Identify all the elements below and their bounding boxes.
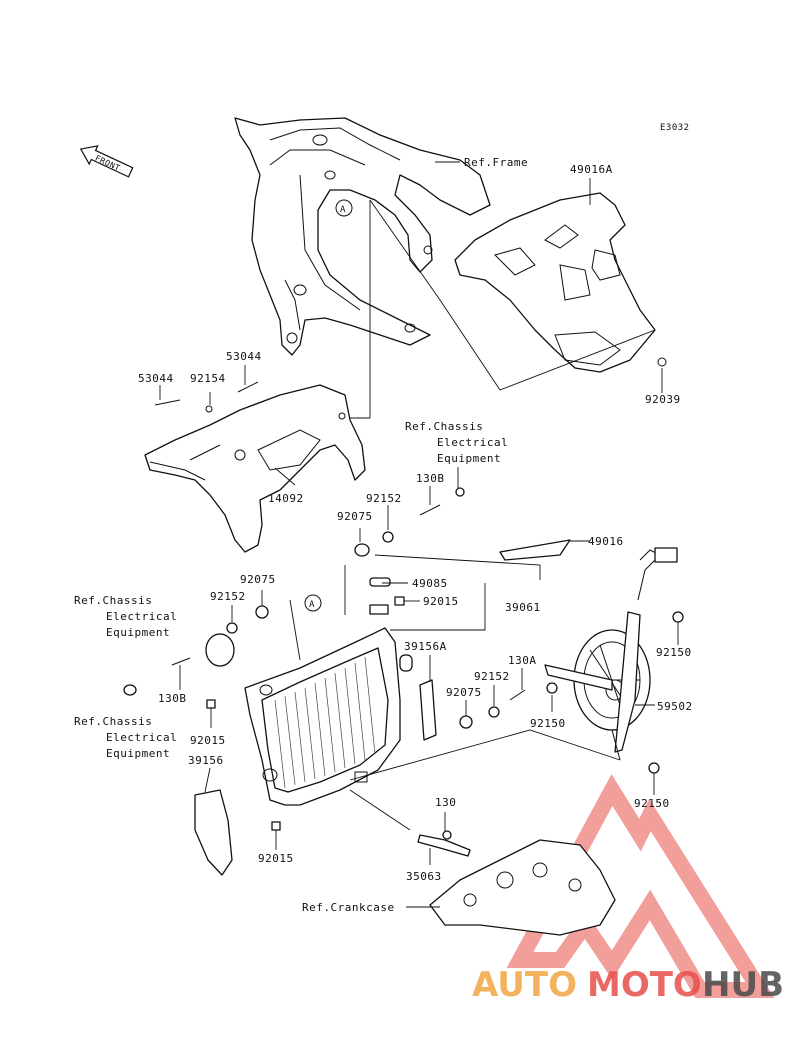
label-130: 130 [435,796,456,809]
label-92075-mid: 92075 [240,573,276,586]
label-92152-right: 92152 [474,670,510,683]
label-39156: 39156 [188,754,224,767]
label-ref-chassis-low-3: Equipment [106,747,170,760]
label-92152-mid: 92152 [210,590,246,603]
svg-text:A: A [340,205,346,215]
label-ref-chassis-mid-3: Equipment [106,626,170,639]
label-ref-chassis-mid-1: Ref.Chassis [74,594,152,607]
label-92039: 92039 [645,393,681,406]
label-ref-chassis-low-2: Electrical [106,731,177,744]
watermark-text: AUTO MOTO HUB [472,965,784,1005]
label-35063: 35063 [406,870,442,883]
label-49085: 49085 [412,577,448,590]
label-14092: 14092 [268,492,304,505]
radiator-part [244,627,401,806]
label-ref-crankcase: Ref.Crankcase [302,901,395,914]
label-92152-top: 92152 [366,492,402,505]
label-49016: 49016 [588,535,624,548]
label-130B-top: 130B [416,472,445,485]
label-92075-top: 92075 [337,510,373,523]
label-92075-right: 92075 [446,686,482,699]
front-arrow-icon: FRONT [79,145,134,178]
cover-49016A-part [454,192,667,373]
leader-lines [159,161,679,908]
label-ref-chassis-top-3: Equipment [437,452,501,465]
label-53044-left: 53044 [138,372,174,385]
label-92150-a: 92150 [656,646,692,659]
small-hardware [123,487,684,876]
watermark-hub: HUB [702,965,784,1005]
fan-59502-part [544,547,678,761]
label-92015-top: 92015 [423,595,459,608]
diagram-code: E3032 [660,123,690,133]
label-39156A: 39156A [404,640,447,653]
label-130A: 130A [508,654,537,667]
label-130B-mid: 130B [158,692,187,705]
label-92150-b: 92150 [530,717,566,730]
label-92015-low: 92015 [258,852,294,865]
label-49016A: 49016A [570,163,613,176]
watermark-logo [506,774,775,998]
svg-text:A: A [309,600,315,610]
label-ref-frame: Ref.Frame [464,156,528,169]
label-92015-mid: 92015 [190,734,226,747]
label-ref-chassis-low-1: Ref.Chassis [74,715,152,728]
label-39061: 39061 [505,601,541,614]
watermark-auto: AUTO [472,965,577,1005]
crankcase-part [429,839,616,936]
marker-a-top: A [335,199,353,217]
label-ref-chassis-top-2: Electrical [437,436,508,449]
label-ref-chassis-top-1: Ref.Chassis [405,420,483,433]
radiator-fins [274,656,376,789]
shroud-14092-part [144,381,366,553]
marker-a-mid: A [304,594,322,612]
frame-part [234,117,491,356]
part-labels: Ref.Frame 49016A 92039 53044 53044 92154… [74,156,693,914]
label-ref-chassis-mid-2: Electrical [106,610,177,623]
label-59502: 59502 [657,700,693,713]
label-53044-top: 53044 [226,350,262,363]
label-92150-c: 92150 [634,797,670,810]
label-92154: 92154 [190,372,226,385]
watermark-moto: MOTO [587,965,702,1005]
